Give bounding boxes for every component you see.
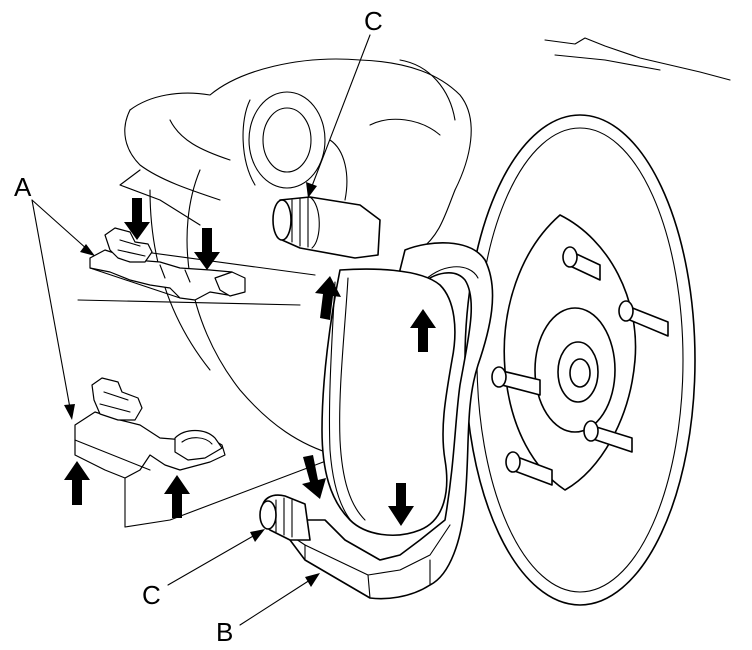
callout-label-c-top: C: [364, 6, 383, 36]
callout-label-b: B: [216, 617, 233, 647]
leader-icon: [311, 34, 371, 187]
leader-icon: [167, 534, 256, 586]
leader-icon: [31, 199, 89, 251]
background-linework: [77, 37, 731, 528]
brake-rotor: [464, 114, 696, 606]
callout-label-a: A: [14, 172, 32, 202]
pad-retainer-upper: [89, 227, 246, 301]
arrow-icon: [388, 483, 414, 526]
arrow-icon: [64, 461, 90, 505]
leader-icon: [239, 579, 311, 626]
wheel-studs: [491, 246, 669, 486]
arrow-icon: [124, 198, 150, 240]
arrow-icon: [164, 475, 190, 518]
arrow-icon: [302, 455, 326, 499]
arrow-icon: [410, 309, 436, 352]
direction-arrows: [64, 198, 436, 526]
arrow-icon: [315, 276, 341, 320]
pad-retainer-lower: [74, 377, 226, 479]
arrow-icon: [194, 228, 220, 270]
callout-label-c-bottom: C: [142, 580, 161, 610]
leader-icon: [31, 199, 71, 409]
brake-pad: [321, 268, 456, 536]
leader-lines: [31, 34, 371, 626]
caliper-bracket: [259, 196, 494, 600]
